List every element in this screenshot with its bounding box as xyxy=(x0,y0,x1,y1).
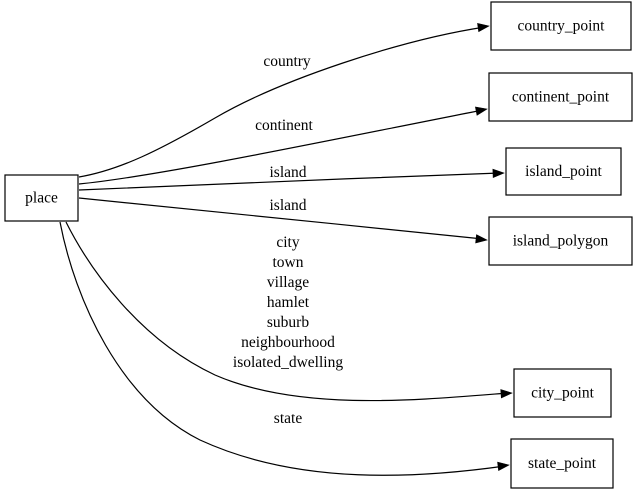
edge-label-line: city xyxy=(276,234,299,251)
edge-label-line: continent xyxy=(255,117,313,134)
edge-label-country_point: country xyxy=(263,53,311,70)
edge-place-city_point[interactable] xyxy=(65,221,509,402)
node-box-country_point[interactable] xyxy=(490,1,632,51)
edge-labels-layer: country continent island island city town vill… xyxy=(233,53,343,427)
arrow-head-icon-island_polygon xyxy=(475,234,488,244)
edge-label-line: island xyxy=(269,197,306,214)
node-box-island_point[interactable] xyxy=(505,147,622,196)
node-city_point[interactable]: city_point xyxy=(513,368,612,418)
node-country_point[interactable]: country_point xyxy=(490,1,632,51)
edges-layer xyxy=(59,22,513,476)
node-label-place: place xyxy=(25,190,58,207)
node-box-place[interactable] xyxy=(4,174,79,222)
edge-label-island_polygon: island xyxy=(269,197,306,214)
edge-label-line: village xyxy=(267,274,309,291)
edge-label-line: neighbourhood xyxy=(241,334,335,351)
node-box-city_point[interactable] xyxy=(513,368,612,418)
node-continent_point[interactable]: continent_point xyxy=(488,72,633,122)
node-place[interactable]: place xyxy=(4,174,79,222)
arrow-head-icon-state_point xyxy=(497,461,510,471)
edge-label-line: isolated_dwelling xyxy=(233,354,343,371)
node-label-island_point: island_point xyxy=(525,163,602,180)
node-label-island_polygon: island_polygon xyxy=(513,233,609,250)
node-box-island_polygon[interactable] xyxy=(488,216,633,266)
node-label-state_point: state_point xyxy=(528,455,597,472)
edge-label-island_point: island xyxy=(269,164,306,181)
arrow-head-icon-country_point xyxy=(477,22,490,33)
edge-place-country_point[interactable] xyxy=(78,26,486,178)
edge-label-line: state xyxy=(274,410,303,427)
node-label-city_point: city_point xyxy=(531,385,595,402)
edge-label-line: island xyxy=(269,164,306,181)
node-box-state_point[interactable] xyxy=(510,438,614,489)
edge-place-island_point[interactable] xyxy=(78,172,501,191)
edge-label-state_point: state xyxy=(274,410,303,427)
arrow-head-icon-city_point xyxy=(500,389,513,399)
node-box-continent_point[interactable] xyxy=(488,72,633,122)
node-island_polygon[interactable]: island_polygon xyxy=(488,216,633,266)
edge-place-state_point[interactable] xyxy=(59,221,506,476)
node-island_point[interactable]: island_point xyxy=(505,147,622,196)
edge-place-continent_point[interactable] xyxy=(78,109,484,185)
edge-label-continent_point: continent xyxy=(255,117,313,134)
nodes-layer: place country_point continent_point island_… xyxy=(4,1,633,489)
edge-label-line: suburb xyxy=(267,314,309,331)
node-state_point[interactable]: state_point xyxy=(510,438,614,489)
node-label-country_point: country_point xyxy=(518,18,606,35)
edge-label-line: hamlet xyxy=(267,294,310,311)
edge-label-line: town xyxy=(273,254,304,271)
edge-place-island_polygon[interactable] xyxy=(78,197,484,240)
node-label-continent_point: continent_point xyxy=(512,89,610,106)
edge-label-city_point: city town village hamlet suburb neighbourhood… xyxy=(233,234,343,371)
arrow-head-icon-continent_point xyxy=(475,106,488,116)
arrow-head-icon-island_point xyxy=(492,168,505,179)
edge-label-line: country xyxy=(263,53,311,70)
